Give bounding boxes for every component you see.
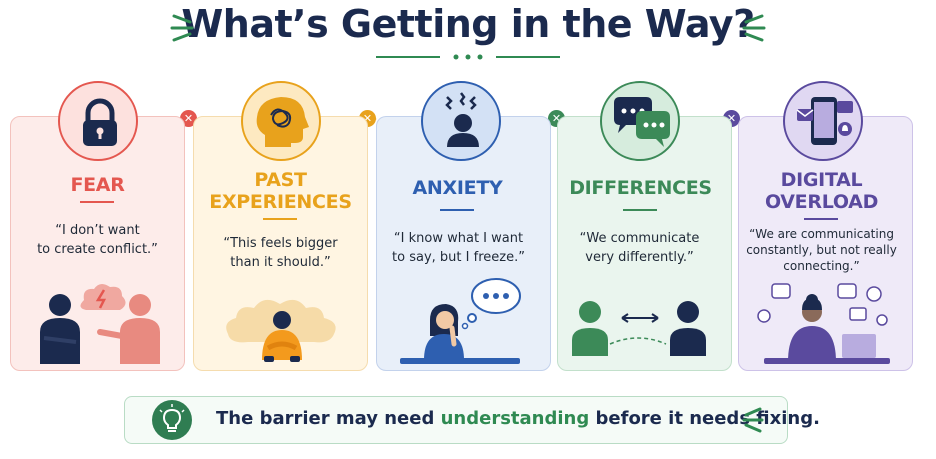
card-label: DIFFERENCES [569,177,712,199]
two-people-illustration [572,301,706,356]
card-label: ANXIETY [412,177,503,199]
cloud-person-illustration [226,299,336,362]
lightbulb-icon [152,400,192,440]
sparkle-bottom-icon [742,407,764,433]
label-underline [80,201,114,203]
label-underline [804,218,838,220]
label-underline [263,218,297,220]
sparkle-left-icon [170,14,194,42]
card-quote: “This feels bigger than it should.” [223,236,338,270]
card-label: FEAR [70,174,125,196]
card-label: PAST EXPERIENCES [209,169,352,213]
sparkle-right-icon [742,14,766,42]
takeaway-text: The barrier may need understanding befor… [216,408,820,429]
fear-icon-circle [58,81,138,161]
label-underline [440,209,474,211]
highlight-word: understanding [440,408,590,429]
overloaded-person-illustration [757,283,890,364]
title-divider [376,54,560,60]
head-tangle-icon [256,97,309,147]
takeaway-banner [124,396,788,444]
phone-notifications-icon [796,97,853,145]
lock-icon [83,98,117,146]
card-quote: “We communicate very differently.” [579,231,700,265]
card-quote: “We are communicating constantly, but no… [746,227,897,273]
stressed-person-icon [445,92,479,147]
frozen-person-illustration [400,278,521,364]
card-quote: “I don’t want to create conflict.” [37,223,158,257]
chat-bubbles-icon [614,97,670,147]
digital-icon-circle [783,81,863,161]
card-quote: “I know what I want to say, but I freeze… [392,231,525,265]
label-underline [623,209,657,211]
differences-icon-circle [600,81,680,161]
conflict-illustration [40,283,160,364]
anxiety-icon-circle [421,81,501,161]
card-label: DIGITAL OVERLOAD [764,169,879,213]
past-icon-circle [241,81,321,161]
page-title: What’s Getting in the Way? [181,2,755,46]
